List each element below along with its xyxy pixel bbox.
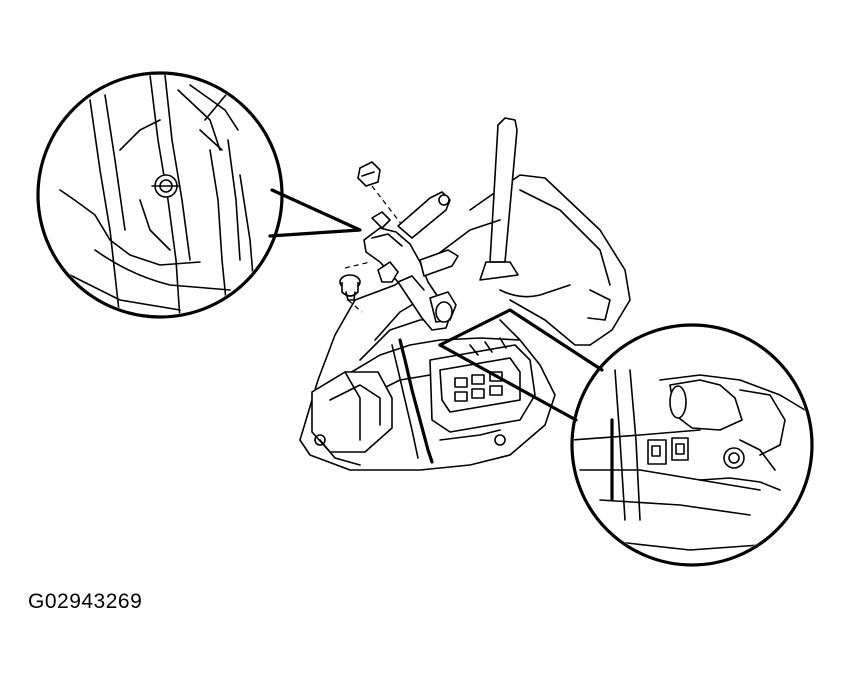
figure-code: G02943269 [28, 590, 143, 613]
exploded-parts [339, 161, 459, 331]
left-detail-callout [36, 71, 362, 319]
right-detail-callout [438, 308, 814, 567]
transmission-assembly [299, 117, 631, 471]
